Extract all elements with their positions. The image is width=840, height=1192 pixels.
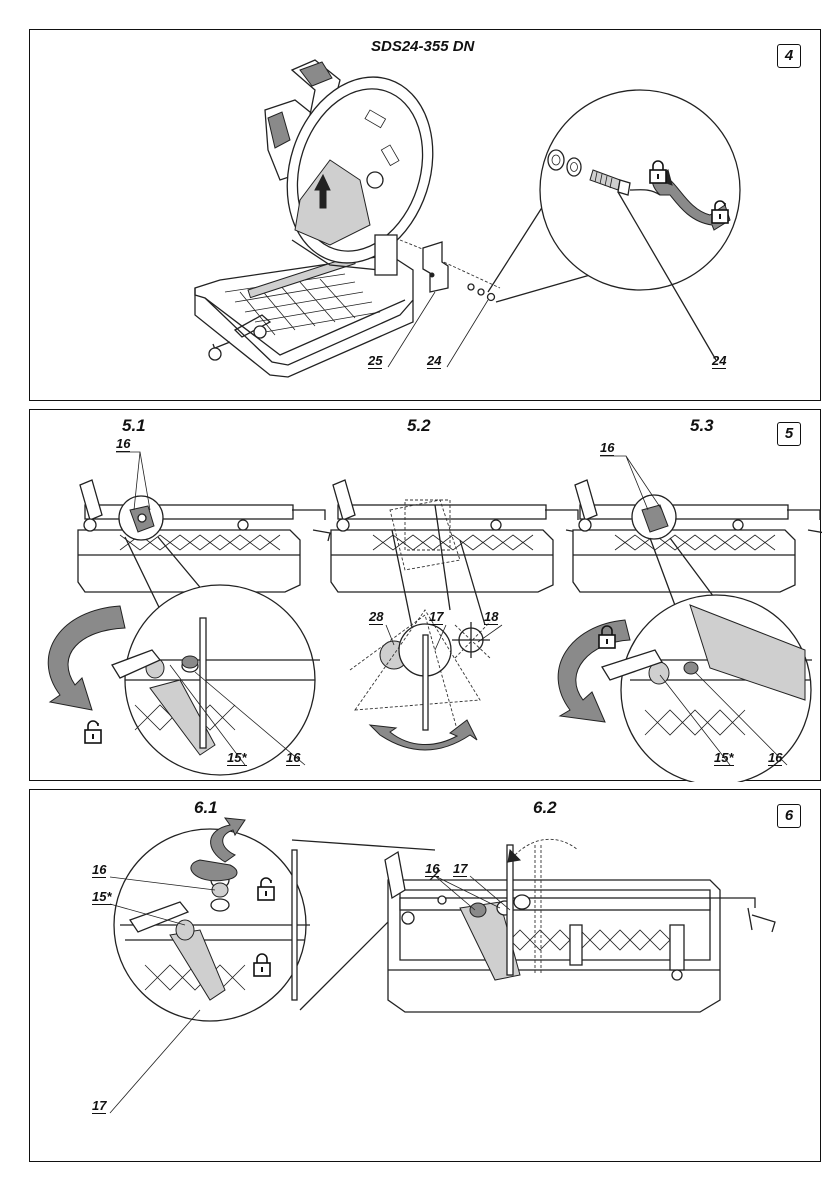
lock-closed-icon [597, 625, 617, 649]
callout-15: 15* [227, 750, 247, 766]
figure-panel-4: SDS24-355 DN 4 [29, 29, 821, 401]
figure-panel-5: 5 5.1 5.2 5.3 [29, 409, 821, 781]
figure-panel-6: 6 6.1 6.2 [29, 789, 821, 1162]
callout-16: 16 [116, 436, 130, 452]
lock-closed-icon [252, 953, 272, 977]
lock-open-icon [83, 720, 103, 744]
callout-16: 16 [286, 750, 300, 766]
callout-17: 17 [429, 609, 443, 625]
callout-17: 17 [92, 1098, 106, 1114]
callout-17: 17 [453, 861, 467, 877]
callout-15: 15* [714, 750, 734, 766]
lock-open-icon [256, 877, 276, 901]
callout-16: 16 [768, 750, 782, 766]
callout-24: 24 [427, 353, 441, 369]
callout-28: 28 [369, 609, 383, 625]
cutoff-saw-illustration [30, 30, 822, 402]
lock-open-icon [710, 200, 730, 224]
callout-16: 16 [92, 862, 106, 878]
callout-25: 25 [368, 353, 382, 369]
fence-adjustment-illustration [30, 410, 822, 782]
fence-locking-illustration [30, 790, 822, 1163]
callout-24-zoom: 24 [712, 353, 726, 369]
lock-closed-icon [648, 160, 668, 184]
callout-16: 16 [425, 861, 439, 877]
callout-18: 18 [484, 609, 498, 625]
callout-16: 16 [600, 440, 614, 456]
callout-15: 15* [92, 889, 112, 905]
